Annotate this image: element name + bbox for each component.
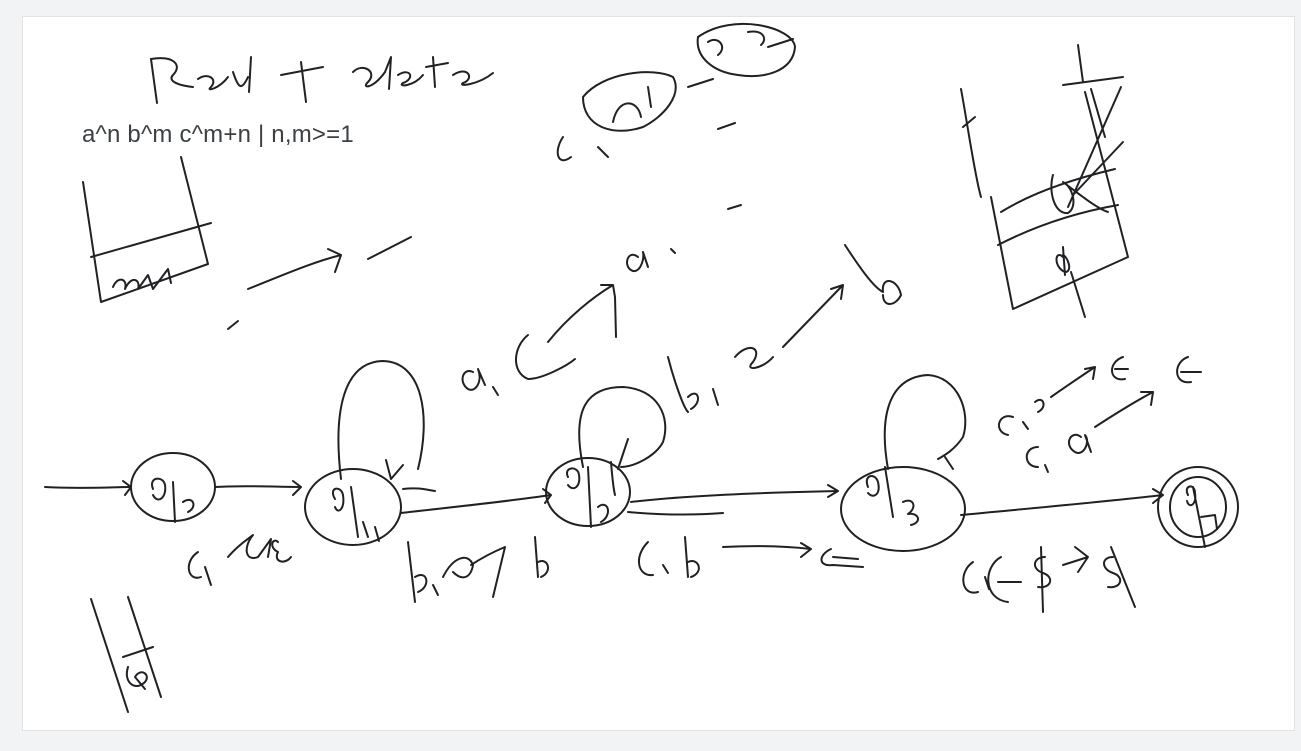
edge-q0-q1 bbox=[187, 480, 302, 586]
label-b-e-to-b bbox=[667, 244, 902, 413]
edge-q3-q4 bbox=[962, 546, 1136, 613]
state-q4 bbox=[1157, 466, 1239, 548]
edge-q1-q2 bbox=[400, 488, 552, 603]
state-q1 bbox=[304, 360, 436, 546]
handwriting-layer bbox=[44, 23, 1239, 713]
a-symbol-mid bbox=[626, 204, 742, 273]
loop-top-middle bbox=[556, 23, 796, 162]
stack-drawing-right bbox=[960, 44, 1129, 318]
stack-drawing-bottom bbox=[90, 596, 162, 713]
arrow-scribbles bbox=[227, 236, 412, 330]
stack-drawing-left bbox=[82, 156, 212, 303]
label-a-e-up bbox=[461, 284, 617, 396]
whiteboard-canvas[interactable]: a^n b^m c^m+n | n,m>=1 bbox=[22, 16, 1295, 731]
state-q3 bbox=[840, 374, 1164, 552]
edge-q2-q3 bbox=[638, 536, 864, 578]
language-definition-text: a^n b^m c^m+n | n,m>=1 bbox=[82, 121, 354, 148]
read-delete-scribble bbox=[150, 56, 494, 104]
state-q0 bbox=[44, 452, 216, 523]
state-q2 bbox=[545, 386, 839, 528]
labels-pop-edges bbox=[998, 356, 1202, 473]
